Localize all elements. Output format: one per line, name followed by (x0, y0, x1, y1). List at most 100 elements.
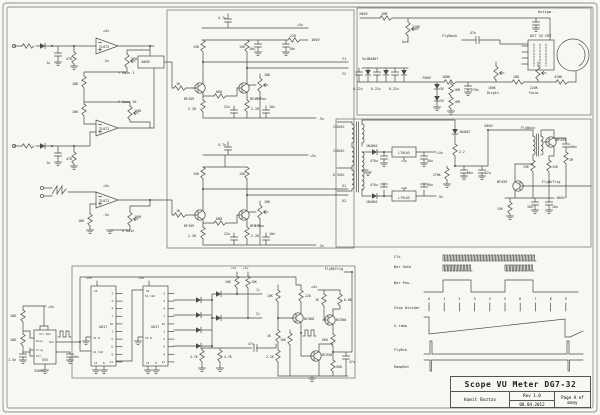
schematic-label: X1 (342, 184, 346, 188)
wires-deflection-amps (201, 13, 349, 246)
schematic-label: 555 (42, 358, 48, 362)
schematic-label: BF459 (250, 97, 260, 101)
schematic-label: Y Gain 10 (118, 100, 136, 104)
schematic-label: 1u (46, 61, 50, 65)
counter-pin-number: 2 (163, 299, 165, 303)
schematic-label: -5v (437, 195, 443, 199)
schematic-label: 10K (72, 110, 79, 114)
schematic-label: X ramp (394, 324, 407, 328)
schematic-label: 470u (370, 183, 378, 187)
schematic-label: Focus (529, 91, 539, 95)
step-number: 2 (458, 297, 460, 301)
schematic-label: 10K (10, 314, 17, 318)
schematic-label: 10n (269, 232, 275, 236)
opamp-icons (95, 37, 119, 209)
ramp-reset-waveform (423, 359, 584, 372)
schematic-label: 4017 (151, 325, 160, 329)
counter-pin-number: 6 (163, 345, 165, 349)
schematic-label: TL072 (99, 45, 109, 49)
schematic-label: 10M (381, 12, 387, 16)
schematic-label: X2 (342, 199, 346, 203)
schematic-label: 680 (216, 90, 222, 94)
schematic-label: 500 (131, 57, 137, 61)
schematic-label: 2.2K (251, 234, 260, 238)
wires-timebase-logic (22, 271, 353, 379)
step-number: 6 (519, 297, 521, 301)
schematic-label: 10K (280, 338, 286, 342)
schematic-label: 1N4002 (366, 200, 378, 204)
schematic-label: 10K (264, 73, 271, 77)
schematic-label: 680 (216, 217, 222, 221)
schematic-label: 47K (66, 157, 73, 161)
flyback-transformer-icon (532, 133, 544, 157)
rev-date-cell: Rev 1.0 08.04.2012 (510, 392, 555, 408)
schematic-label: 160V (311, 38, 320, 42)
schematic-label: 150 (552, 165, 558, 169)
potentiometer-icons (124, 21, 547, 227)
schematic-label: FlyBkTrig (542, 180, 560, 184)
schematic-label: 22K (290, 34, 297, 38)
schematic-label: BF459 (556, 138, 566, 142)
schematic-label: 1K (176, 82, 181, 86)
schematic-label: 10K (264, 200, 271, 204)
schematic-label: +5v (103, 184, 109, 188)
schematic-label: 0.22u (389, 87, 399, 91)
schematic-label: Brigth (487, 91, 499, 95)
schematic-label: +5v (103, 29, 109, 33)
wires-power-supply (336, 119, 592, 217)
schematic-label: 8 (155, 361, 157, 365)
schematic-label: Trig (36, 348, 43, 352)
counter-pin-number: 10 (110, 322, 114, 326)
counter-pin-number: 10 (162, 322, 166, 326)
schematic-label: BF459 (184, 97, 194, 101)
schematic-label: 15K (193, 45, 200, 49)
regulator-79l05 (391, 190, 417, 202)
schematic-label: 200V (484, 124, 493, 128)
schematic-label: BF459 (184, 224, 194, 228)
schematic-label: FlyBack (521, 126, 535, 130)
schematic-label: Y Pos (256, 97, 266, 101)
schematic-label: TL072 (99, 199, 109, 203)
schematic-label: 220K (412, 25, 421, 29)
schematic-label: +5v (297, 23, 303, 27)
schematic-label: +5v (231, 266, 237, 270)
schematic-label: L78L05 (398, 151, 410, 155)
counter-pin-number: 11 (162, 360, 166, 364)
schematic-label: 2.2K (188, 107, 197, 111)
schematic-label: -5v (318, 117, 324, 121)
schematic-label: 4066 (141, 60, 150, 64)
schematic-label: 4017 (99, 325, 108, 329)
clock-wave-icon (57, 330, 72, 338)
schematic-label: +5v (243, 266, 249, 270)
schematic-label: 1N4002 (366, 144, 378, 148)
schematic-label: 230VAC (333, 149, 345, 153)
section-boxes (71, 7, 592, 379)
step-number: 0 (428, 297, 430, 301)
wire-layer (13, 13, 592, 379)
schematic-label: 270K (433, 173, 441, 177)
schematic-label: 10K (78, 219, 85, 223)
transistor-icons (192, 78, 557, 366)
schematic-label: Step Divider (394, 306, 421, 310)
page-cell: Page A of many (561, 395, 584, 405)
schematic-label: 47n (470, 31, 476, 35)
schematic-label: 4.7u (218, 16, 226, 20)
bar-pos-waveform (423, 279, 579, 293)
schematic-label: 10n (73, 355, 79, 359)
schematic-label: 22u (224, 232, 230, 236)
regulator-78l05 (391, 146, 417, 158)
ic-4017-1 (90, 285, 117, 367)
schematic-label: RampRst (394, 365, 409, 369)
wires-input-amps (13, 45, 194, 231)
schematic-label: 50u (427, 183, 433, 187)
counter-pin-number: 1 (111, 330, 113, 334)
schematic-label: +5v (138, 276, 144, 280)
schematic-label: Thr (36, 354, 41, 358)
schematic-label: 10K (225, 280, 231, 284)
x-ramp-waveform (423, 316, 584, 338)
counter-pin-number: 7 (163, 314, 165, 318)
schematic-label: Vcc Rst (39, 332, 51, 336)
schematic-label: 500 (135, 215, 141, 219)
schematic-label: 10K (10, 338, 17, 342)
bar-gate-waveform (442, 264, 535, 272)
